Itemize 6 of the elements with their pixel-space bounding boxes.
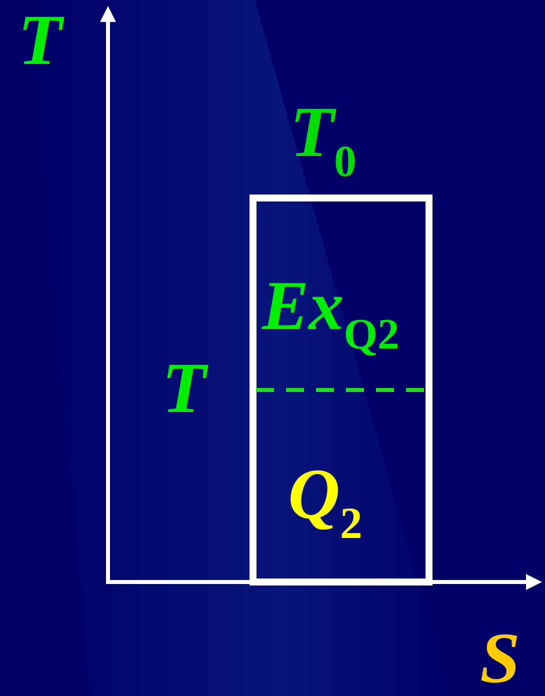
temperature-label: T$_{0}$ (290, 96, 356, 184)
heat-label: Q$_{2}$ (288, 458, 362, 546)
axis-label: S (480, 622, 520, 694)
temperature-label: T (162, 352, 206, 424)
exergy-label: Ex$_{Q2}$ (262, 272, 400, 357)
axis-label: T (18, 4, 62, 76)
